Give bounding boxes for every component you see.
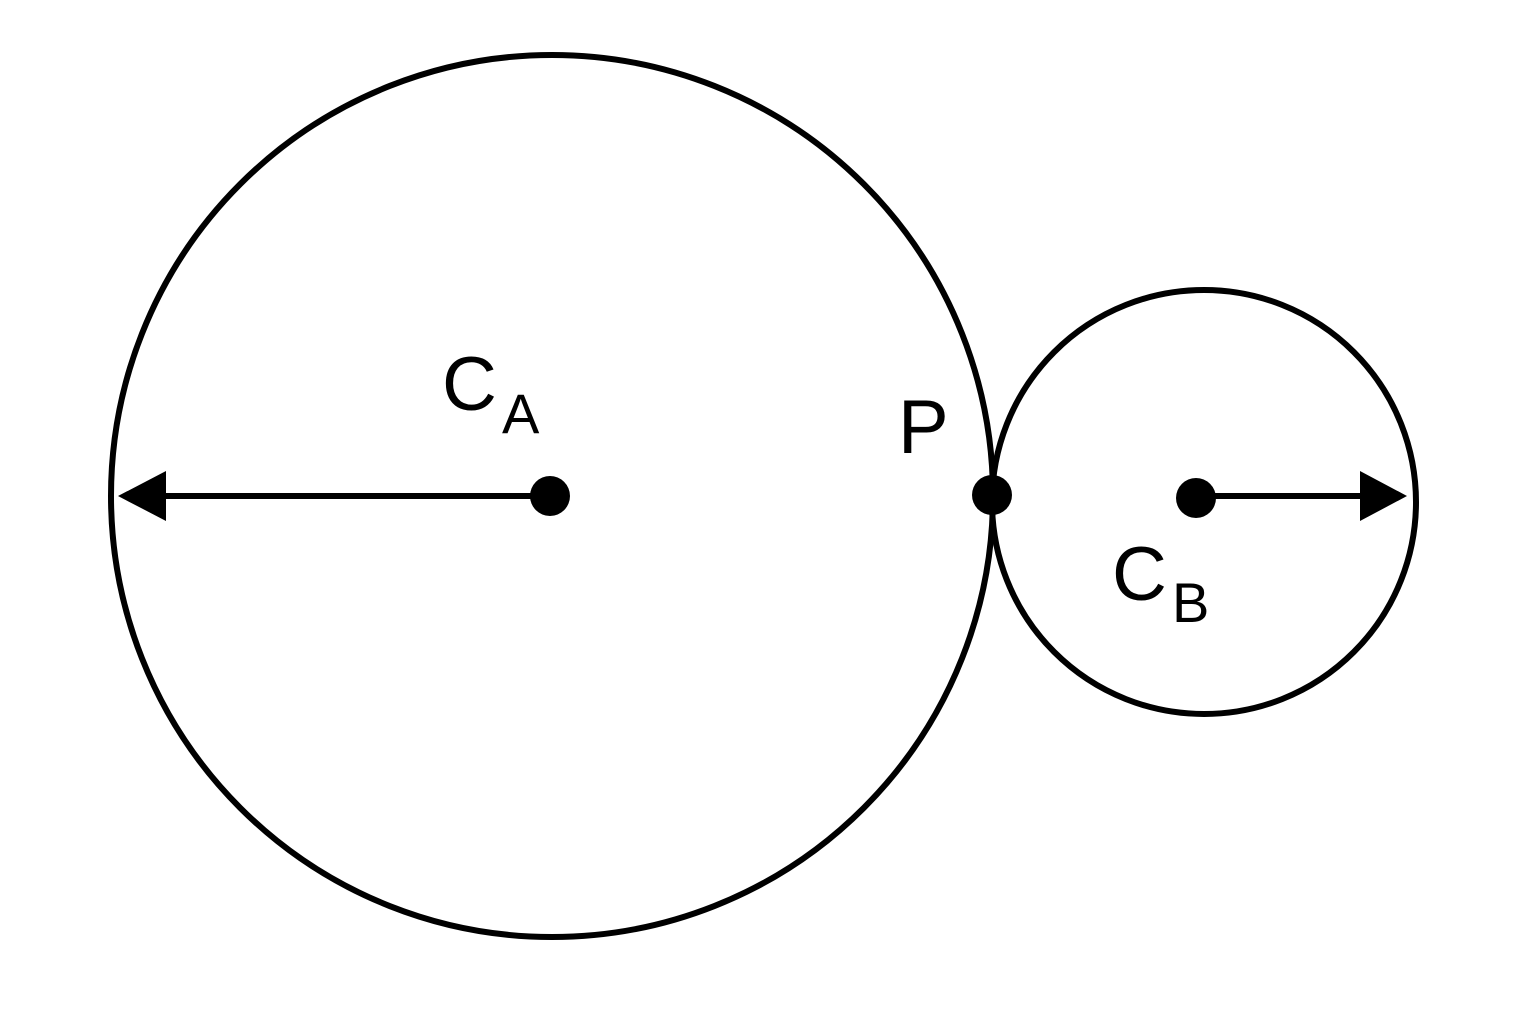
label-circle-a-sub: A: [502, 382, 540, 445]
label-circle-b-main: C: [1112, 532, 1167, 617]
radius-b-arrowhead: [1360, 471, 1407, 521]
label-circle-a-main: C: [442, 342, 497, 427]
label-circle-b-sub: B: [1172, 571, 1209, 634]
label-circle-a: CA: [442, 342, 540, 445]
label-tangent-point: P: [898, 385, 949, 470]
center-b-point: [1176, 478, 1216, 518]
tangent-point-p: [972, 475, 1012, 515]
center-a-point: [530, 476, 570, 516]
radius-a-arrowhead: [118, 471, 166, 521]
label-circle-b: CB: [1112, 532, 1209, 634]
